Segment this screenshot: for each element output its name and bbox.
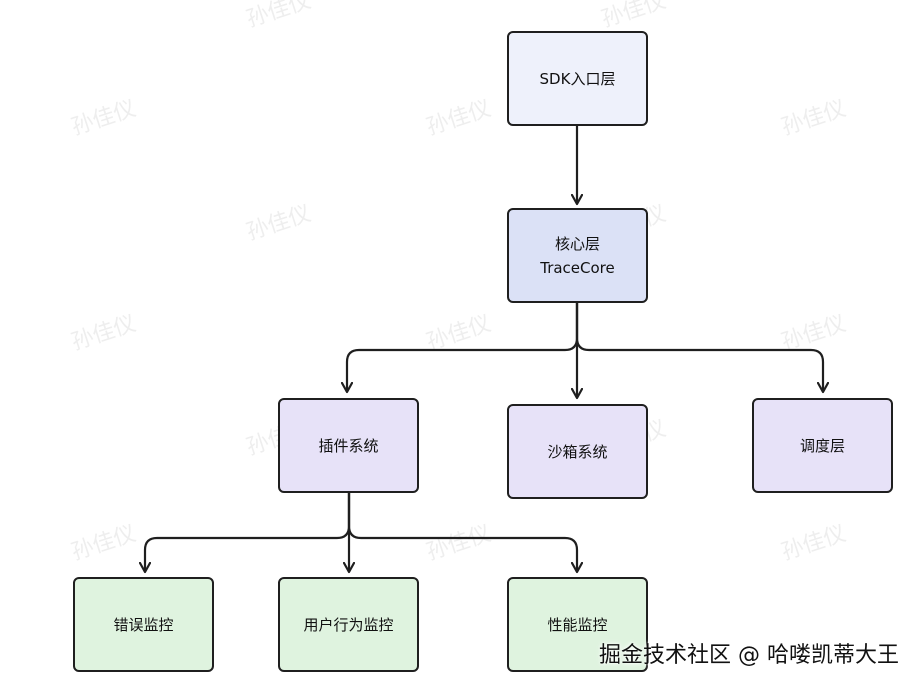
- node-sublabel: TraceCore: [540, 258, 615, 277]
- edge-plugin-performance: [347, 493, 577, 572]
- node-plugin-system: 插件系统: [278, 398, 419, 493]
- node-user-behavior-monitor: 用户行为监控: [278, 577, 419, 672]
- edge-plugin-error: [145, 493, 351, 572]
- edge-core-plugin: [347, 303, 579, 392]
- node-error-monitor: 错误监控: [73, 577, 214, 672]
- node-label: 调度层: [799, 436, 845, 455]
- node-core-layer: 核心层 TraceCore: [507, 208, 648, 303]
- node-label: 性能监控: [547, 615, 608, 634]
- node-label: 错误监控: [113, 615, 174, 634]
- source-watermark: 掘金技术社区 @ 哈喽凯蒂大王: [599, 643, 899, 668]
- node-scheduler-layer: 调度层: [752, 398, 893, 493]
- node-sandbox-system: 沙箱系统: [507, 404, 648, 499]
- node-label: 沙箱系统: [547, 442, 608, 461]
- node-performance-monitor: 性能监控: [507, 577, 648, 672]
- node-label: 用户行为监控: [303, 615, 394, 634]
- edge-core-scheduler: [575, 303, 823, 392]
- node-label: SDK入口层: [539, 69, 616, 88]
- node-sdk-entry-layer: SDK入口层: [507, 31, 648, 126]
- node-label: 核心层: [554, 234, 600, 253]
- node-label: 插件系统: [318, 436, 379, 455]
